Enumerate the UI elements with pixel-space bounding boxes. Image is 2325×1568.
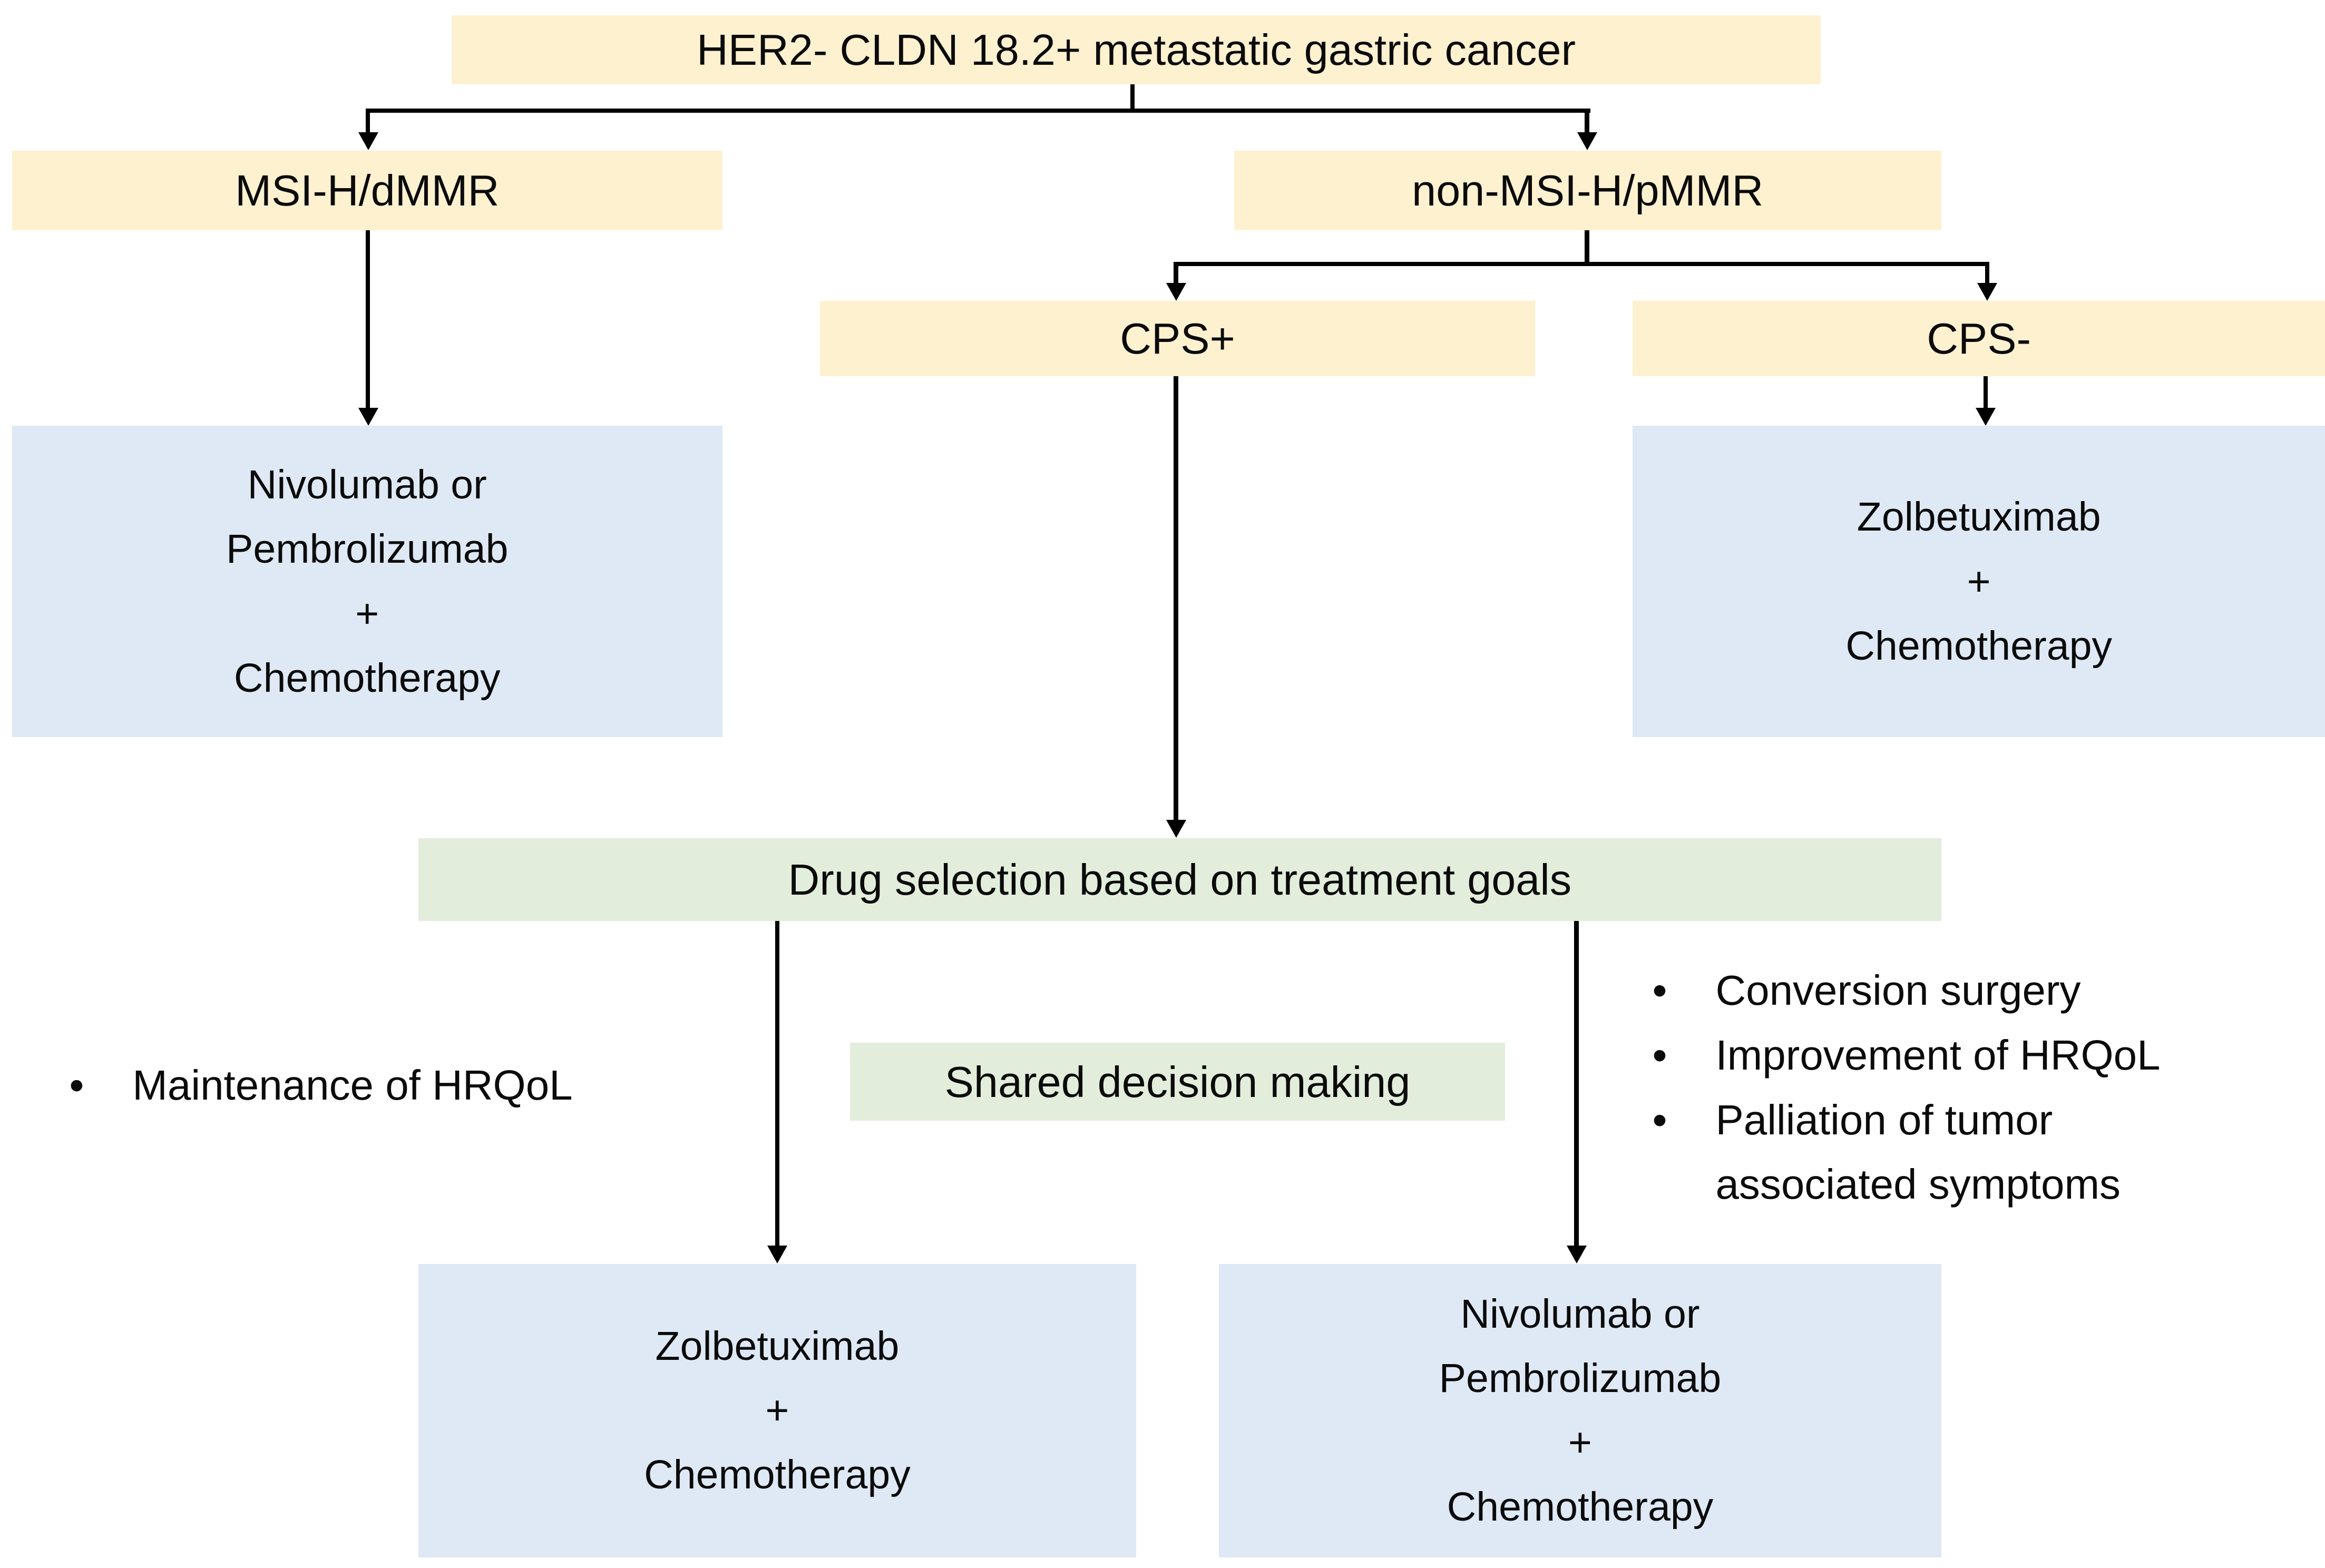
outcome-zolbetuximab-chemotherapy: Zolbetuximab + Chemotherapy: [418, 1263, 1136, 1557]
node-drug-selection-label: Drug selection based on treatment goals: [788, 855, 1572, 904]
bullet-icon: •: [69, 1061, 84, 1109]
arrowhead-to-cpsneg-treatment: [1976, 407, 1996, 426]
goal-list-right: • Conversion surgery • Improvement of HR…: [1637, 958, 2314, 1217]
node-cps-positive-label: CPS+: [1120, 313, 1235, 363]
node-cps-negative-label: CPS-: [1927, 313, 2031, 363]
node-drug-selection: Drug selection based on treatment goals: [418, 838, 1941, 921]
connector-cps-positive-branch: [1174, 261, 1178, 285]
treatment-line: +: [1967, 558, 1991, 604]
connector-nonmsi-branch: [1585, 108, 1589, 135]
node-cps-negative: CPS-: [1633, 301, 2325, 376]
arrowhead-to-cps-positive: [1166, 282, 1187, 301]
outcome-nivolumab-pembrolizumab-chemotherapy: Nivolumab or Pembrolizumab + Chemotherap…: [1219, 1263, 1941, 1557]
arrowhead-to-drug-selection: [1166, 820, 1187, 838]
arrowhead-to-cps-negative: [1977, 282, 1998, 301]
treatment-line: +: [355, 591, 379, 636]
arrowhead-to-nonmsi: [1577, 132, 1597, 151]
connector-cps-negative-branch: [1985, 261, 1990, 285]
treatment-msi-nivolumab-pembrolizumab: Nivolumab or Pembrolizumab + Chemotherap…: [12, 426, 722, 738]
goal-item-palliation-symptoms: • Palliation of tumor associated symptom…: [1637, 1088, 2314, 1218]
goal-text: Maintenance of HRQoL: [132, 1061, 573, 1109]
arrowhead-to-outcome-right: [1566, 1246, 1587, 1264]
bullet-icon: •: [1652, 1031, 1667, 1079]
node-root-her2-cldn: HER2- CLDN 18.2+ metastatic gastric canc…: [451, 15, 1821, 84]
node-cps-positive: CPS+: [820, 301, 1535, 376]
node-shared-decision-label: Shared decision making: [944, 1057, 1411, 1106]
connector-to-outcome-right: [1574, 920, 1579, 1248]
connector-root-stem: [1130, 84, 1135, 112]
treatment-line: Nivolumab or: [247, 462, 487, 508]
goal-text: Improvement of HRQoL: [1715, 1031, 2161, 1079]
node-non-msi-h-pmmr: non-MSI-H/pMMR: [1234, 150, 1941, 230]
treatment-line: Zolbetuximab: [655, 1323, 900, 1369]
arrowhead-to-outcome-left: [767, 1246, 788, 1264]
goal-text: Conversion surgery: [1715, 967, 2081, 1014]
treatment-line: Chemotherapy: [1845, 623, 2113, 669]
connector-nonmsi-stem: [1585, 230, 1589, 267]
goal-item-maintenance-hrqol: • Maintenance of HRQoL: [54, 1053, 747, 1118]
node-nonmsi-label: non-MSI-H/pMMR: [1412, 165, 1764, 215]
goal-item-improvement-hrqol: • Improvement of HRQoL: [1637, 1023, 2314, 1088]
node-msi-h-dmmr: MSI-H/dMMR: [12, 150, 722, 230]
connector-cps-horizontal: [1175, 261, 1990, 267]
arrowhead-to-msi: [358, 132, 378, 151]
treatment-line: Nivolumab or: [1460, 1291, 1700, 1337]
treatment-line: Chemotherapy: [233, 655, 501, 701]
bullet-icon: •: [1652, 967, 1667, 1014]
treatment-line: +: [765, 1387, 789, 1433]
goal-item-conversion-surgery: • Conversion surgery: [1637, 958, 2314, 1023]
connector-msi-to-treatment: [365, 230, 370, 409]
treatment-line: +: [1568, 1420, 1592, 1466]
treatment-line: Chemotherapy: [644, 1452, 911, 1498]
node-shared-decision: Shared decision making: [850, 1042, 1505, 1121]
goal-text: Palliation of tumor associated symptoms: [1715, 1096, 2121, 1208]
goal-list-left: • Maintenance of HRQoL: [54, 1053, 747, 1118]
node-root-label: HER2- CLDN 18.2+ metastatic gastric canc…: [696, 25, 1576, 74]
treatment-line: Pembrolizumab: [1439, 1355, 1722, 1401]
treatment-line: Zolbetuximab: [1857, 494, 2101, 540]
treatment-cpsneg-zolbetuximab: Zolbetuximab + Chemotherapy: [1633, 426, 2325, 738]
node-msi-label: MSI-H/dMMR: [235, 165, 500, 215]
arrowhead-to-msi-treatment: [358, 407, 378, 426]
connector-to-outcome-left: [775, 920, 780, 1248]
treatment-line: Chemotherapy: [1447, 1484, 1714, 1530]
connector-msi-branch: [365, 108, 370, 135]
connector-root-horizontal: [367, 108, 1591, 113]
bullet-icon: •: [1652, 1096, 1667, 1143]
connector-cpspos-to-drug-selection: [1174, 376, 1178, 822]
connector-cpsneg-to-treatment: [1983, 376, 1988, 409]
treatment-line: Pembrolizumab: [226, 526, 509, 572]
